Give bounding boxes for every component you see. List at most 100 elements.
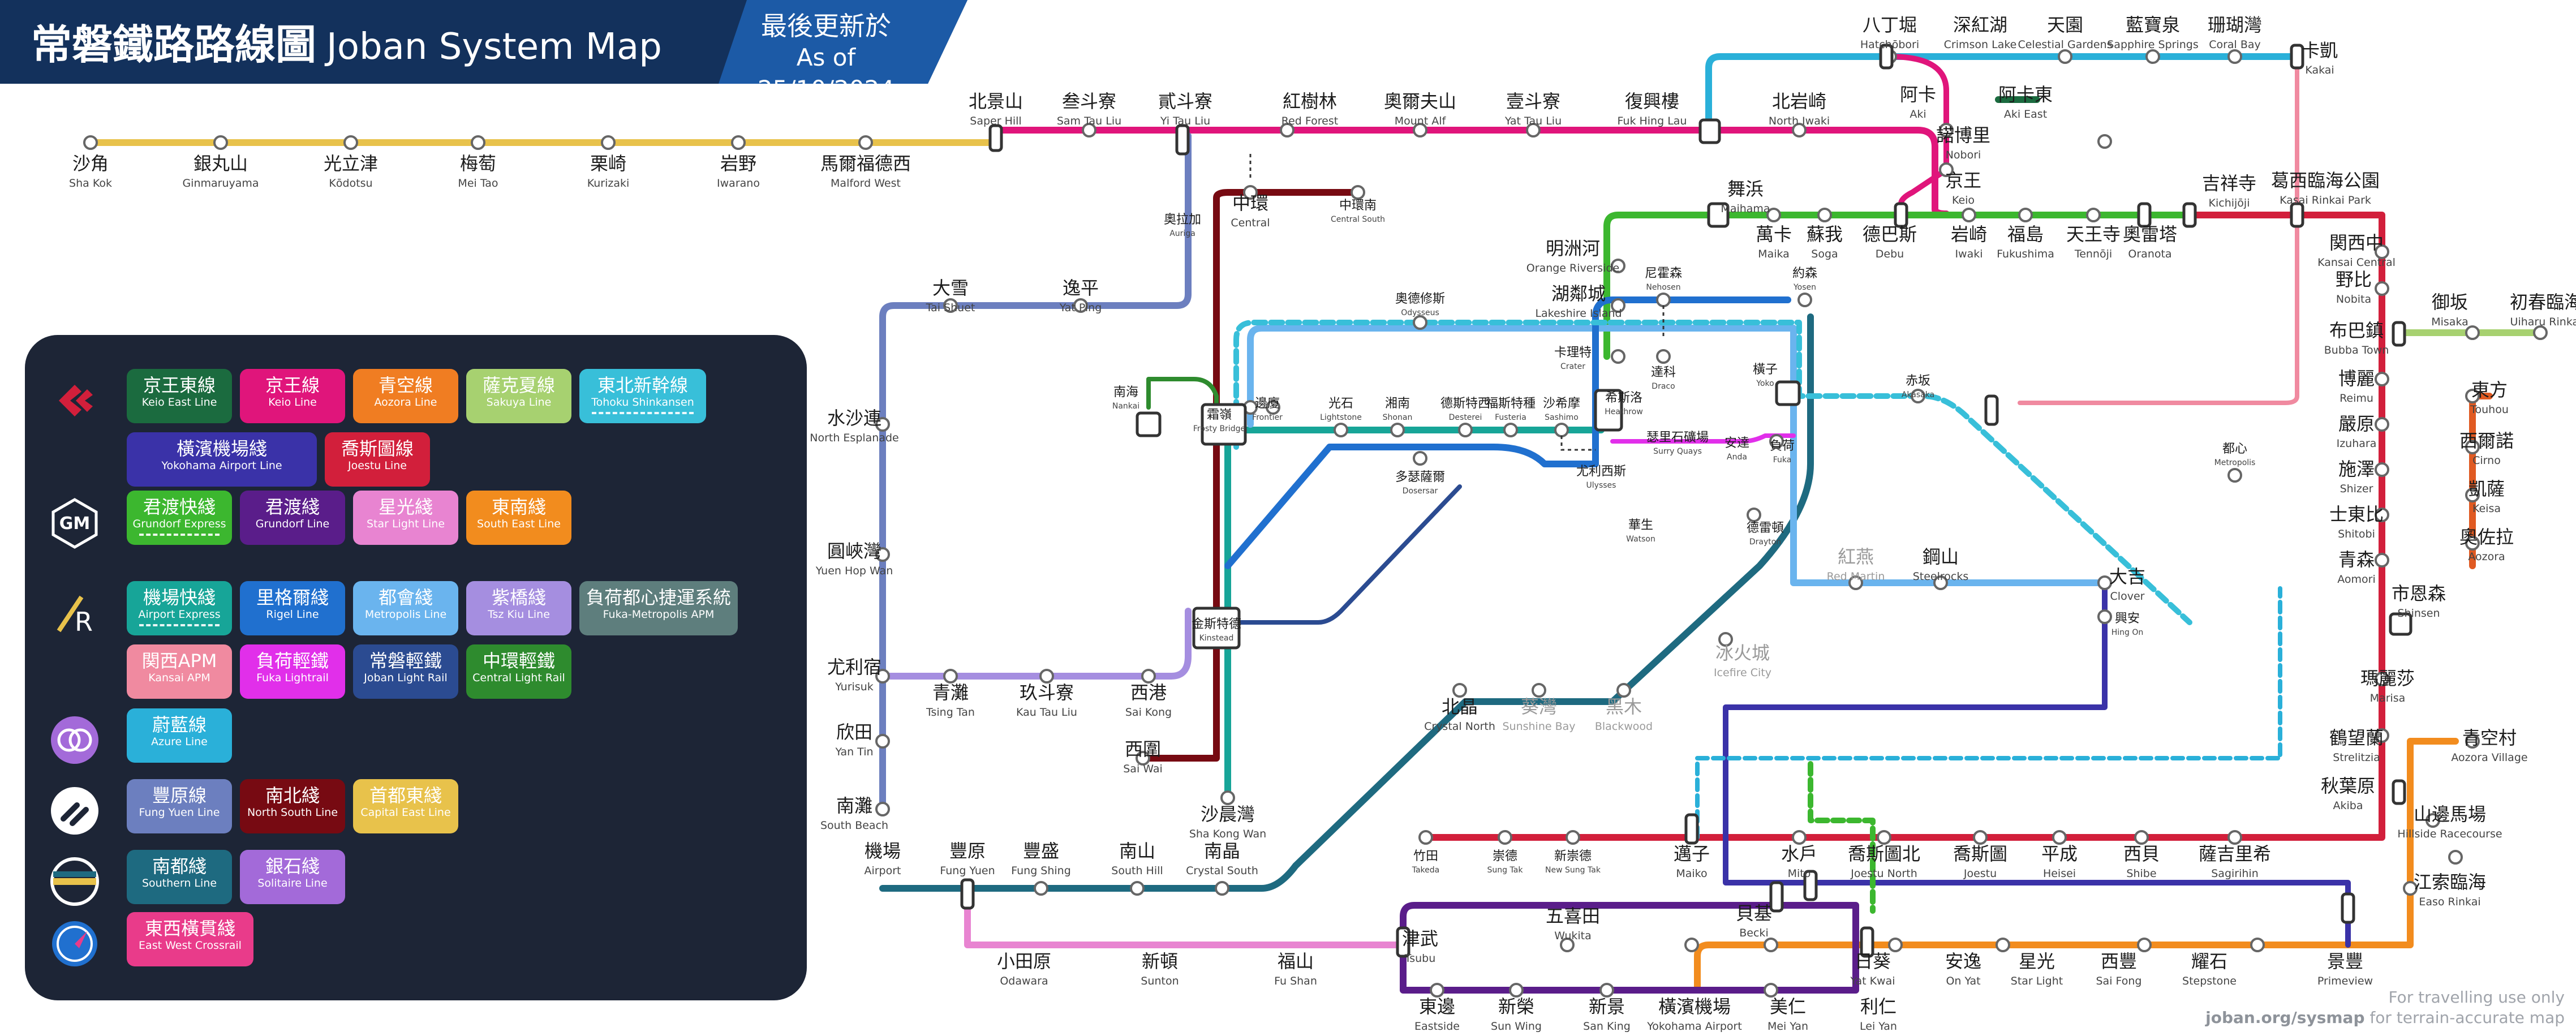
station-label-zh: 赤坂 <box>1906 374 1930 388</box>
station-label-zh: 天園 <box>2047 14 2083 36</box>
legend-line-en: Grundorf Express <box>132 518 226 530</box>
station-label-en: Heathrow <box>1605 407 1643 416</box>
station-label-en: Yat Kwai <box>1850 975 1895 987</box>
station-label-en: Sai Wai <box>1123 763 1163 775</box>
station-label-zh: 蘇我 <box>1807 223 1843 245</box>
updated-en: As of 25/10/2024 <box>757 44 895 103</box>
station-label-zh: 阿卡 <box>1900 84 1936 105</box>
station-label-zh: 栗崎 <box>590 153 626 174</box>
station-label-en: Nankai <box>1112 402 1139 411</box>
station-label-en: Sha Kong Wan <box>1189 828 1266 840</box>
legend-line-en: Yokohama Airport Line <box>161 459 282 472</box>
station-label-en: Sagirihin <box>2211 867 2259 880</box>
station-label-en: Tsing Tan <box>926 706 975 719</box>
station-label-en: Fung Shing <box>1011 865 1071 877</box>
legend-line-zh: 蔚藍線 <box>152 714 207 736</box>
station-label-en: Iwaki <box>1955 248 1982 260</box>
rigel-line <box>1224 296 1791 569</box>
station-label-zh: 岩崎 <box>1951 223 1987 245</box>
station-label-zh: 青灘 <box>932 682 969 703</box>
station-label-en: Wukita <box>1554 930 1592 942</box>
station-label-en: Yuen Hop Wan <box>815 565 893 577</box>
station-label-zh: 東邊 <box>1419 996 1455 1017</box>
station-label-zh: 邊廈 <box>1255 397 1280 411</box>
station-label-en: Red Martin <box>1827 570 1885 583</box>
station-label-zh: 湖鄰城 <box>1551 283 1606 304</box>
station-label-en: South Hill <box>1111 865 1163 877</box>
station-label-zh: 沙晨灣 <box>1201 803 1255 825</box>
fy-logo-icon <box>48 784 102 838</box>
keio-line-top <box>992 127 1950 217</box>
station-label-zh: 玖斗寮 <box>1020 682 1074 703</box>
station-label-zh: 大雪 <box>932 277 969 299</box>
kansai-apm-line <box>2018 54 2299 405</box>
station-label-zh: 福山 <box>1278 951 1314 972</box>
station-label-zh: 耀石 <box>2191 951 2227 972</box>
station-label-en: Kansai Central <box>2317 256 2396 269</box>
station-label-en: Maika <box>1758 248 1790 260</box>
footer-link[interactable]: joban.org/sysmap <box>2205 1008 2365 1027</box>
station-label-en: Crater <box>1560 362 1585 371</box>
station-label-zh: 野比 <box>2336 269 2372 290</box>
station-label-en: Fu Shan <box>1274 975 1317 987</box>
station-label-en: Kakai <box>2305 64 2334 76</box>
legend-line-zh: 東南綫 <box>491 496 546 518</box>
grundorf-express-dashed <box>1808 761 1876 914</box>
station-label-en: Marisa <box>2370 692 2406 704</box>
station-label-zh: 馬爾福德西 <box>820 153 911 174</box>
legend-line-en: Grundorf Line <box>255 518 330 530</box>
station-label-zh: 北晶 <box>1442 696 1478 717</box>
station-label-zh: 西圍 <box>1125 738 1161 760</box>
station-label-en: Drayton <box>1749 538 1781 547</box>
legend-line-en: Star Light Line <box>366 518 445 530</box>
station-label-en: Crystal North <box>1424 720 1495 733</box>
station-label-zh: 小田原 <box>997 951 1051 972</box>
station-label-zh: 明洲河 <box>1546 238 1600 259</box>
dashed-line-indicator <box>139 624 220 626</box>
station-label-en: Maiko <box>1676 867 1707 880</box>
station-label-en: Sai Kong <box>1125 706 1172 719</box>
legend-line-zh: 里格爾綫 <box>256 587 329 608</box>
station-label-zh: 都心 <box>2222 442 2247 456</box>
legend-line-zh: 青空線 <box>378 375 433 396</box>
keio-line-iwaki <box>1887 54 1949 218</box>
station-label-en: Joestu <box>1963 867 1997 880</box>
legend-line-zh: 君渡綫 <box>265 496 320 518</box>
station-label-zh: 吉祥寺 <box>2202 173 2256 194</box>
station-label-en: Bubba Town <box>2324 344 2389 356</box>
station-label-en: Aki East <box>2004 108 2047 121</box>
station-label-zh: 橫子 <box>1753 363 1778 377</box>
legend-line-en: Solitaire Line <box>257 877 328 889</box>
station-label-zh: 光立津 <box>324 153 378 174</box>
station-label-zh: 安逸 <box>1945 951 1981 972</box>
station-label-zh: 奧雷塔 <box>2123 223 2177 245</box>
azure-logo-icon <box>48 713 102 767</box>
station-label-en: On Yat <box>1946 975 1980 987</box>
station-label-en: Odysseus <box>1401 308 1439 317</box>
station-label-en: Kau Tau Liu <box>1016 706 1077 719</box>
legend-line-zh: 喬斯圖線 <box>341 438 414 459</box>
station-label-en: Oranota <box>2128 248 2171 260</box>
station-label-zh: 奧德修斯 <box>1395 292 1445 306</box>
azure-line-top <box>1705 53 2300 134</box>
station-label-en: Tennōji <box>2074 248 2112 260</box>
station-label-en: Sai Fong <box>2096 975 2141 987</box>
station-label-zh: 德斯特西 <box>1440 397 1490 411</box>
station-label-zh: 邁子 <box>1674 843 1710 865</box>
station-label-en: Touhou <box>2470 403 2509 416</box>
legend-line-en: Metropolis Line <box>364 608 447 621</box>
legend-line-zh: 機場快綫 <box>143 587 216 608</box>
station-label-en: Kichijōji <box>2209 197 2250 209</box>
station-label-en: Mei Tao <box>458 177 498 190</box>
station-label-zh: 華生 <box>1628 518 1653 532</box>
station-label-en: Tai Shuet <box>926 302 975 314</box>
station-label-en: Kasai Rinkai Park <box>2280 194 2371 207</box>
station-label-en: Hing On <box>2111 628 2144 637</box>
station-label-zh: 葵灣 <box>1521 696 1557 717</box>
station-label-en: Kurizaki <box>587 177 630 190</box>
